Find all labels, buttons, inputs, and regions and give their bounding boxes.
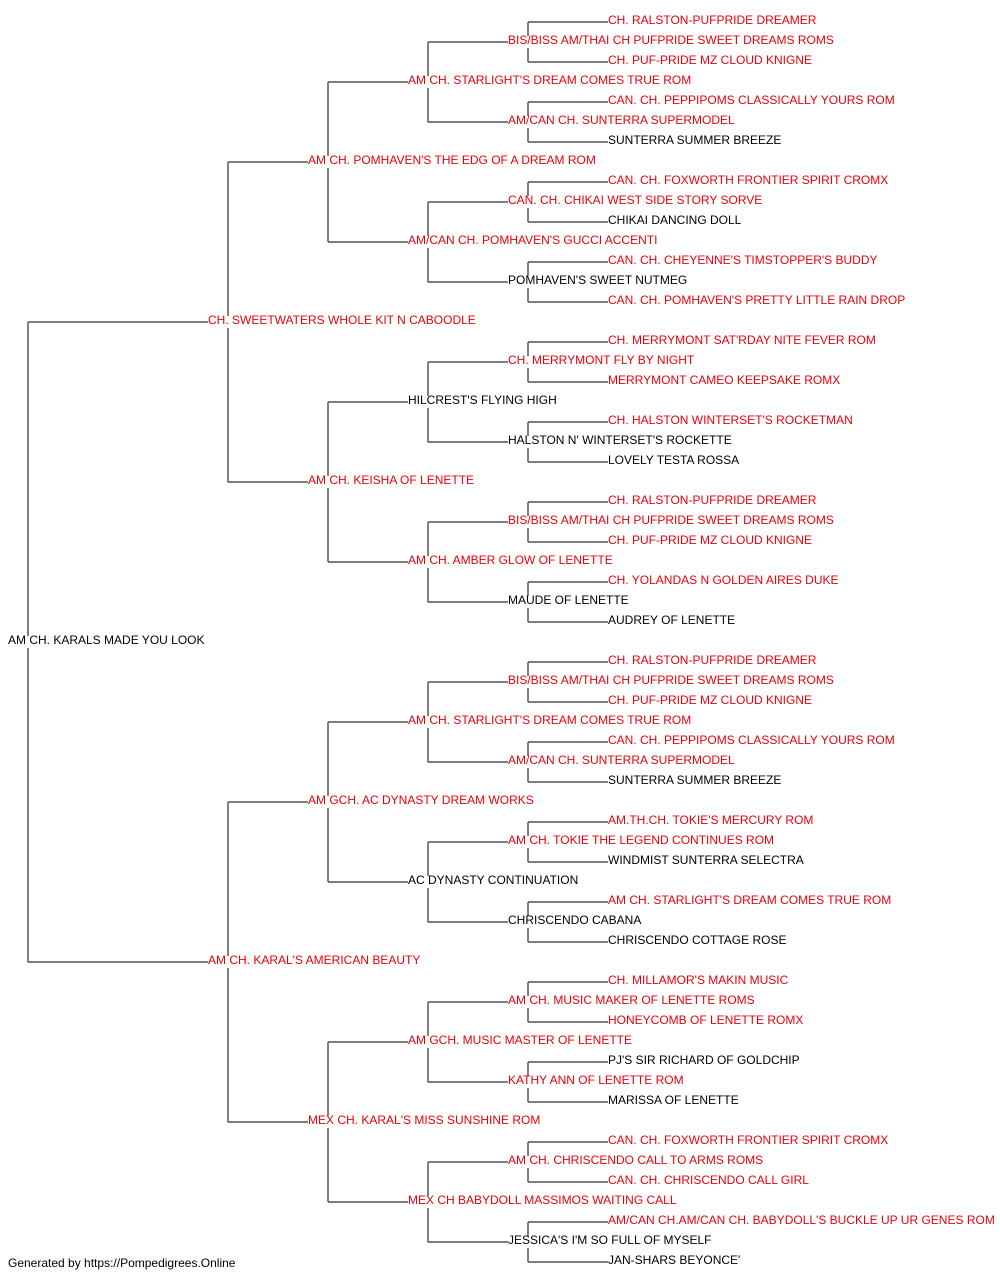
- ancestor-name: CAN. CH. PEPPIPOMS CLASSICALLY YOURS ROM: [608, 93, 895, 107]
- subject-name: AM CH. KARALS MADE YOU LOOK: [8, 633, 205, 647]
- ancestor-name: CAN. CH. PEPPIPOMS CLASSICALLY YOURS ROM: [608, 733, 895, 747]
- ancestor-name: HALSTON N' WINTERSET'S ROCKETTE: [508, 433, 732, 447]
- ancestor-name: AM CH. MUSIC MAKER OF LENETTE ROMS: [508, 993, 755, 1007]
- ancestor-name: KATHY ANN OF LENETTE ROM: [508, 1073, 684, 1087]
- ancestor-name: CHRISCENDO CABANA: [508, 913, 641, 927]
- ancestor-name: MAUDE OF LENETTE: [508, 593, 629, 607]
- ancestor-name: BIS/BISS AM/THAI CH PUFPRIDE SWEET DREAM…: [508, 513, 834, 527]
- ancestor-name: JAN-SHARS BEYONCE': [608, 1253, 740, 1267]
- ancestor-name: CHRISCENDO COTTAGE ROSE: [608, 933, 786, 947]
- ancestor-name: AM CH. STARLIGHT'S DREAM COMES TRUE ROM: [408, 713, 691, 727]
- ancestor-name: AM CH. KARAL'S AMERICAN BEAUTY: [208, 953, 420, 967]
- ancestor-name: CH. RALSTON-PUFPRIDE DREAMER: [608, 653, 817, 667]
- ancestor-name: AM/CAN CH.AM/CAN CH. BABYDOLL'S BUCKLE U…: [608, 1213, 995, 1227]
- ancestor-name: MEX CH BABYDOLL MASSIMOS WAITING CALL: [408, 1193, 677, 1207]
- ancestor-name: HONEYCOMB OF LENETTE ROMX: [608, 1013, 803, 1027]
- ancestor-name: CH. RALSTON-PUFPRIDE DREAMER: [608, 13, 817, 27]
- ancestor-name: WINDMIST SUNTERRA SELECTRA: [608, 853, 804, 867]
- ancestor-name: JESSICA'S I'M SO FULL OF MYSELF: [508, 1233, 712, 1247]
- ancestor-name: AM CH. AMBER GLOW OF LENETTE: [408, 553, 613, 567]
- ancestor-name: AM CH. TOKIE THE LEGEND CONTINUES ROM: [508, 833, 774, 847]
- ancestor-name: CH. RALSTON-PUFPRIDE DREAMER: [608, 493, 817, 507]
- ancestor-name: CH. MERRYMONT FLY BY NIGHT: [508, 353, 695, 367]
- ancestor-name: AM.TH.CH. TOKIE'S MERCURY ROM: [608, 813, 813, 827]
- ancestor-name: MEX CH. KARAL'S MISS SUNSHINE ROM: [308, 1113, 540, 1127]
- ancestor-name: PJ'S SIR RICHARD OF GOLDCHIP: [608, 1053, 800, 1067]
- ancestor-name: CAN. CH. FOXWORTH FRONTIER SPIRIT CROMX: [608, 1133, 888, 1147]
- ancestor-name: CH. HALSTON WINTERSET'S ROCKETMAN: [608, 413, 853, 427]
- ancestor-name: BIS/BISS AM/THAI CH PUFPRIDE SWEET DREAM…: [508, 673, 834, 687]
- ancestor-name: SUNTERRA SUMMER BREEZE: [608, 773, 781, 787]
- ancestor-name: CAN. CH. POMHAVEN'S PRETTY LITTLE RAIN D…: [608, 293, 905, 307]
- ancestor-name: AM CH. CHRISCENDO CALL TO ARMS ROMS: [508, 1153, 763, 1167]
- footer-credit: Generated by https://Pompedigrees.Online: [8, 1256, 236, 1270]
- ancestor-name: LOVELY TESTA ROSSA: [608, 453, 739, 467]
- ancestor-name: AM CH. KEISHA OF LENETTE: [308, 473, 474, 487]
- ancestor-name: CH. SWEETWATERS WHOLE KIT N CABOODLE: [208, 313, 476, 327]
- ancestor-name: CH. PUF-PRIDE MZ CLOUD KNIGNE: [608, 53, 812, 67]
- ancestor-name: CHIKAI DANCING DOLL: [608, 213, 742, 227]
- ancestor-name: CAN. CH. CHRISCENDO CALL GIRL: [608, 1173, 809, 1187]
- ancestor-name: CH. MILLAMOR'S MAKIN MUSIC: [608, 973, 789, 987]
- ancestor-name: AM GCH. AC DYNASTY DREAM WORKS: [308, 793, 534, 807]
- ancestor-name: HILCREST'S FLYING HIGH: [408, 393, 557, 407]
- ancestor-name: AM GCH. MUSIC MASTER OF LENETTE: [408, 1033, 632, 1047]
- ancestor-name: SUNTERRA SUMMER BREEZE: [608, 133, 781, 147]
- ancestor-name: AUDREY OF LENETTE: [608, 613, 735, 627]
- ancestor-name: CH. MERRYMONT SAT'RDAY NITE FEVER ROM: [608, 333, 876, 347]
- ancestor-name: AM CH. STARLIGHT'S DREAM COMES TRUE ROM: [408, 73, 691, 87]
- ancestor-name: AM/CAN CH. POMHAVEN'S GUCCI ACCENTI: [408, 233, 657, 247]
- ancestor-name: POMHAVEN'S SWEET NUTMEG: [508, 273, 687, 287]
- ancestor-name: AM/CAN CH. SUNTERRA SUPERMODEL: [508, 753, 735, 767]
- ancestor-name: CH. PUF-PRIDE MZ CLOUD KNIGNE: [608, 693, 812, 707]
- ancestor-name: BIS/BISS AM/THAI CH PUFPRIDE SWEET DREAM…: [508, 33, 834, 47]
- ancestor-name: MARISSA OF LENETTE: [608, 1093, 739, 1107]
- ancestor-name: CAN. CH. CHEYENNE'S TIMSTOPPER'S BUDDY: [608, 253, 878, 267]
- ancestor-name: CAN. CH. CHIKAI WEST SIDE STORY SORVE: [508, 193, 762, 207]
- ancestor-name: AM/CAN CH. SUNTERRA SUPERMODEL: [508, 113, 735, 127]
- ancestor-name: AC DYNASTY CONTINUATION: [408, 873, 578, 887]
- ancestor-name: MERRYMONT CAMEO KEEPSAKE ROMX: [608, 373, 840, 387]
- ancestor-name: CH. YOLANDAS N GOLDEN AIRES DUKE: [608, 573, 839, 587]
- ancestor-name: CH. PUF-PRIDE MZ CLOUD KNIGNE: [608, 533, 812, 547]
- ancestor-name: AM CH. POMHAVEN'S THE EDG OF A DREAM ROM: [308, 153, 596, 167]
- ancestor-name: AM CH. STARLIGHT'S DREAM COMES TRUE ROM: [608, 893, 891, 907]
- ancestor-name: CAN. CH. FOXWORTH FRONTIER SPIRIT CROMX: [608, 173, 888, 187]
